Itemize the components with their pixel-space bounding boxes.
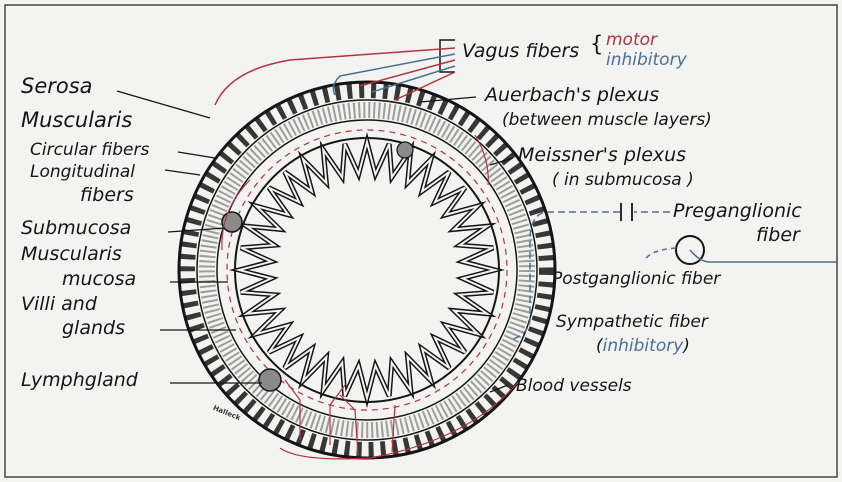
label-auerbach-plexus: Auerbach's plexus xyxy=(485,86,659,105)
lymph-gland-lower xyxy=(259,369,281,391)
label-preganglionic-fiber: fiber xyxy=(756,226,800,245)
label-muscularis: Muscularis xyxy=(21,110,132,131)
label-meissner-note: ( in submucosa ) xyxy=(552,172,694,189)
label-sympathetic-fiber: Sympathetic fiber xyxy=(556,314,708,331)
preganglionic-fiber xyxy=(690,250,838,262)
vagus-fiber-bundle xyxy=(215,40,455,105)
lumen xyxy=(282,185,452,355)
label-vagus-fibers: Vagus fibers xyxy=(462,42,579,61)
label-glands: glands xyxy=(62,319,125,338)
label-sympathetic-inhibitory: inhibitory xyxy=(603,336,684,356)
vagus-brace: { xyxy=(590,34,603,55)
label-auerbach-note: (between muscle layers) xyxy=(502,112,712,129)
label-serosa: Serosa xyxy=(21,76,93,97)
label-longitudinal-fibers: fibers xyxy=(80,186,134,205)
label-submucosa: Submucosa xyxy=(21,219,131,238)
label-muscularis-mucosa-1: Muscularis xyxy=(21,245,122,264)
label-preganglionic: Preganglionic xyxy=(673,202,802,221)
label-longitudinal: Longitudinal xyxy=(30,164,135,181)
label-circular-fibers: Circular fibers xyxy=(30,142,149,159)
label-postganglionic-fiber: Postganglionic fiber xyxy=(552,271,720,288)
label-inhibitory: inhibitory xyxy=(606,52,687,69)
label-blood-vessels: Blood vessels xyxy=(516,378,632,395)
label-sympathetic-note: (inhibitory) xyxy=(596,338,690,355)
label-villi: Villi and xyxy=(21,295,97,314)
paren-close: ) xyxy=(683,336,690,356)
lymph-gland-top xyxy=(397,142,413,158)
label-lymphgland: Lymphgland xyxy=(21,371,138,390)
label-motor: motor xyxy=(606,32,657,49)
paren-open: ( xyxy=(596,336,603,356)
label-meissner-plexus: Meissner's plexus xyxy=(518,146,686,165)
label-muscularis-mucosa-2: mucosa xyxy=(62,270,136,289)
